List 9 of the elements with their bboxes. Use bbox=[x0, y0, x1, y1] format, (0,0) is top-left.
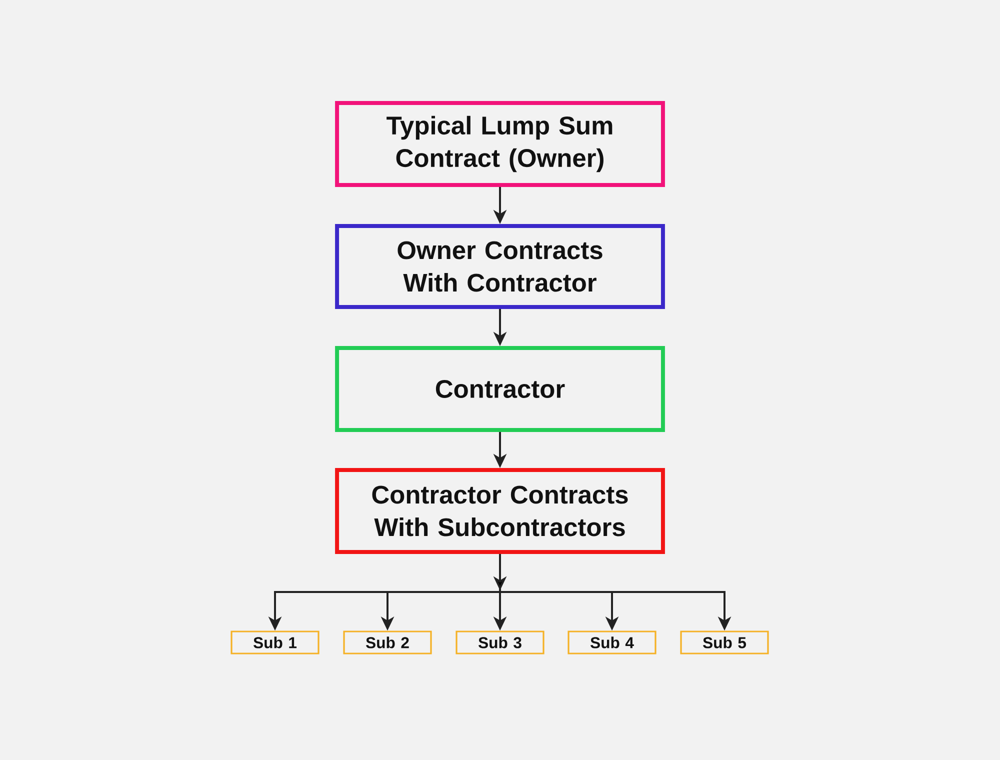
sub-box: Sub 4 bbox=[568, 630, 656, 654]
process-box: Contractor Contracts With Subcontractors bbox=[335, 468, 665, 554]
process-box: Typical Lump Sum Contract (Owner) bbox=[335, 101, 665, 187]
process-box: Owner Contracts With Contractor bbox=[335, 224, 665, 309]
sub-box: Sub 1 bbox=[230, 630, 320, 654]
process-box: Contractor bbox=[335, 346, 665, 432]
sub-box: Sub 3 bbox=[456, 630, 544, 654]
sub-box: Sub 2 bbox=[343, 630, 432, 654]
sub-box: Sub 5 bbox=[680, 630, 769, 654]
